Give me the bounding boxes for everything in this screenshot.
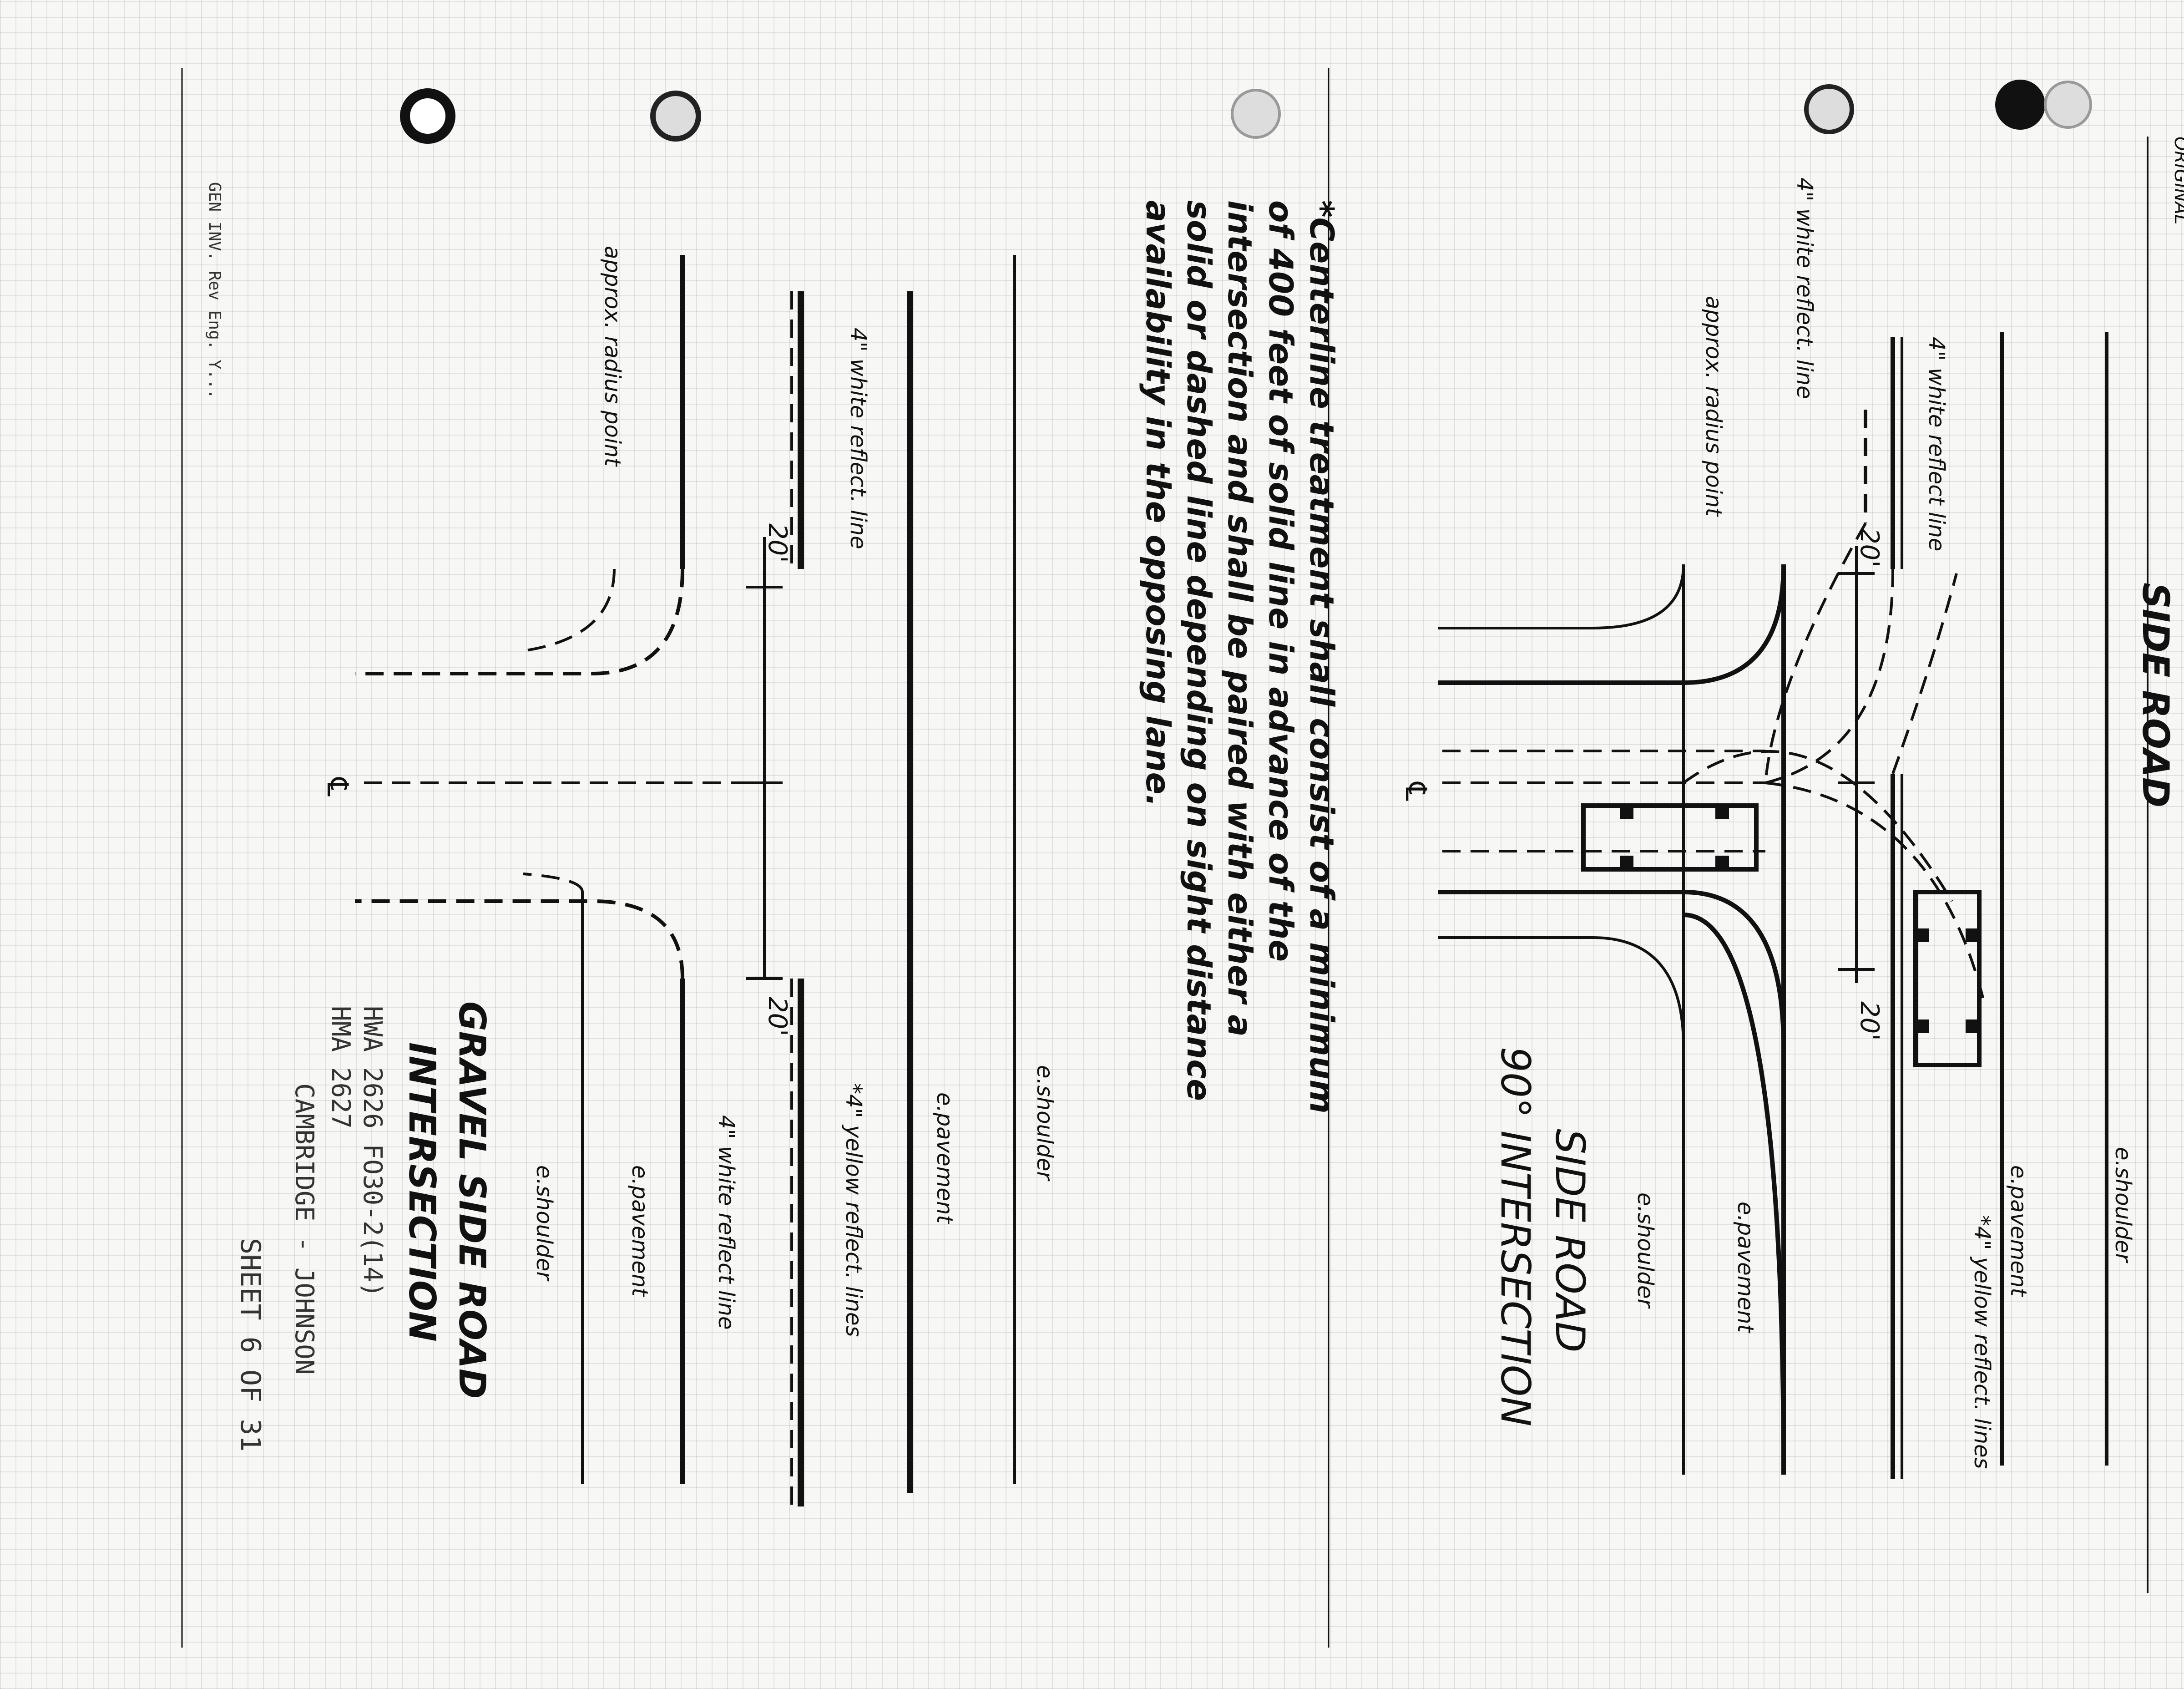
centerline-symbol: ℄ xyxy=(320,774,354,800)
label-e-pavement: e.pavement xyxy=(932,1092,957,1224)
turning-path xyxy=(1683,750,1953,902)
label-white-reflect-line: 4" white reflect. line xyxy=(1792,178,1817,399)
hand-project-2: HMA 2627 xyxy=(326,1006,355,1129)
punch-hole-icon xyxy=(650,91,701,142)
label-white-line-bottom: 4" white reflect line xyxy=(713,1115,739,1329)
note-line-1: *Centerline treatment shall consist of a… xyxy=(1303,200,1341,1114)
diagram2-title-line2: INTERSECTION xyxy=(401,1042,443,1342)
vehicle-icon xyxy=(1913,890,1982,1067)
punch-hole-icon xyxy=(1231,89,1281,139)
turning-path xyxy=(1765,781,1985,1002)
side-road-edge xyxy=(1683,913,1786,1475)
gravel-edge xyxy=(523,872,584,893)
side-road-edge xyxy=(1438,564,1786,685)
vehicle-icon xyxy=(1581,803,1759,872)
diagram2-title-line1: GRAVEL SIDE ROAD xyxy=(451,1001,493,1399)
label-e-pavement-side: e.pavement xyxy=(1733,1202,1758,1334)
dimension-label-left: 20' xyxy=(1855,528,1884,568)
label-e-pavement-bottom: e.pavement xyxy=(627,1165,652,1297)
handwritten-notes: HWA 2626 FO30-2(14) HMA 2627 CAMBRIDGE -… xyxy=(234,1006,387,1452)
hand-project-3: CAMBRIDGE - JOHNSON xyxy=(289,1083,319,1375)
side-road-edge xyxy=(1438,936,1685,1047)
side-road-edge xyxy=(1438,890,1786,1047)
label-yellow-lines: *4" yellow reflect. lines xyxy=(1969,1215,1995,1469)
punch-hole-icon xyxy=(1995,80,2045,130)
header-title: SIDE ROAD xyxy=(2134,583,2177,807)
label-radius-point: approx. radius point xyxy=(1701,296,1726,517)
label-white-line: 4" white reflect line xyxy=(1924,337,1949,551)
label-e-shoulder-side: e.shoulder xyxy=(1633,1192,1658,1309)
punch-hole-icon xyxy=(2044,81,2092,129)
centerline-note: *Centerline treatment shall consist of a… xyxy=(1139,200,1341,1114)
centerline-symbol: ℄ xyxy=(1399,778,1432,804)
note-line-3: intersection and shall be paired with ei… xyxy=(1221,200,1259,1037)
hand-project-1: HWA 2626 FO30-2(14) xyxy=(358,1006,387,1298)
corner-text: ORIGINAL xyxy=(2170,137,2184,224)
sheet-number: SHEET 6 OF 31 xyxy=(234,1238,266,1452)
gravel-edge xyxy=(355,568,684,675)
note-line-4: solid or dashed line depending on sight … xyxy=(1180,200,1218,1101)
gravel-edge xyxy=(355,899,684,979)
label-e-shoulder-bottom: e.shoulder xyxy=(531,1165,557,1282)
label-yellow-lines: *4" yellow reflect. lines xyxy=(841,1083,866,1337)
turning-path xyxy=(1891,573,1958,775)
label-e-shoulder: e.shoulder xyxy=(2110,1147,2136,1263)
dimension-label-left: 20' xyxy=(763,523,792,563)
label-white-line-top: 4" white reflect. line xyxy=(845,328,871,549)
diagram-gravel-side-road: 20' 20' e.shoulder e.pavement *4" yellow… xyxy=(320,246,1057,1506)
label-e-shoulder: e.shoulder xyxy=(1032,1065,1057,1182)
gravel-edge xyxy=(523,568,616,652)
diagram-side-road-90: 20' 20' e.shoulder e.pavement *4" yellow… xyxy=(1399,178,2136,1479)
note-line-5: availability in the opposing lane. xyxy=(1139,200,1177,807)
label-radius-point: approx. radius point xyxy=(600,246,625,467)
diagram1-title-line1: SIDE ROAD xyxy=(1547,1129,1593,1353)
margin-text: GEN INV. Rev Eng. Y... xyxy=(205,182,224,399)
dimension-label-right: 20' xyxy=(763,997,792,1036)
turning-path xyxy=(1764,522,1867,783)
punch-holes xyxy=(400,80,2092,144)
turning-path xyxy=(1765,568,1894,784)
label-e-pavement: e.pavement xyxy=(2006,1165,2031,1297)
punch-hole-icon xyxy=(1804,84,1854,134)
dimension-label-right: 20' xyxy=(1855,1001,1884,1041)
note-line-2: of 400 feet of solid line in advance of … xyxy=(1262,200,1300,962)
diagram1-title-line2: 90° INTERSECTION xyxy=(1492,1047,1539,1426)
punch-hole-icon xyxy=(400,88,455,144)
side-road-edge xyxy=(1438,564,1685,629)
